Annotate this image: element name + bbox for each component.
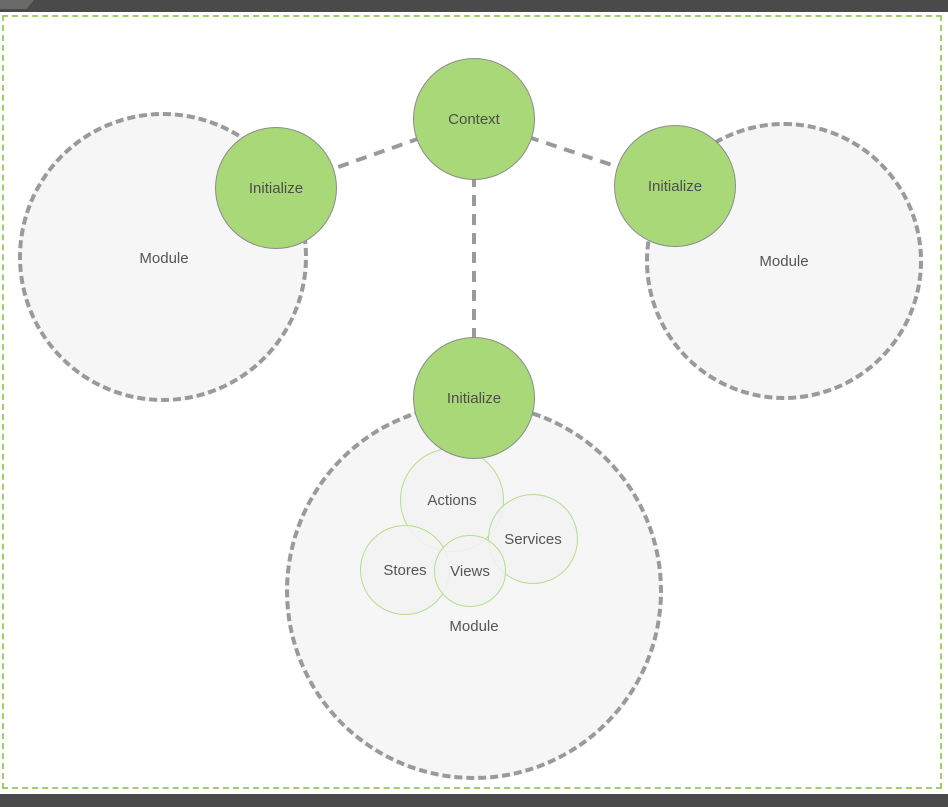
node-label: Context: [448, 110, 500, 128]
sub-circle-label: Views: [450, 562, 490, 580]
titlebar-notch: [0, 0, 34, 9]
node-initialize-left: Initialize: [215, 127, 337, 249]
module-label-left: Module: [139, 250, 189, 267]
sub-circle-stores: Stores: [360, 525, 450, 615]
node-initialize-right: Initialize: [614, 125, 736, 247]
node-context: Context: [413, 58, 535, 180]
module-label-bottom: Module: [449, 618, 499, 635]
bottom-chrome-bar: [0, 794, 948, 807]
node-label: Initialize: [248, 179, 304, 197]
node-label: Initialize: [647, 177, 703, 195]
sub-circle-label: Stores: [383, 561, 427, 579]
sub-circle-label: Services: [504, 530, 562, 548]
node-initialize-bottom: Initialize: [413, 337, 535, 459]
node-label: Initialize: [446, 389, 502, 407]
top-chrome-bar: [0, 0, 948, 12]
module-label-right: Module: [759, 253, 809, 270]
sub-circle-views: Views: [434, 535, 506, 607]
sub-circle-label: Actions: [427, 491, 477, 509]
